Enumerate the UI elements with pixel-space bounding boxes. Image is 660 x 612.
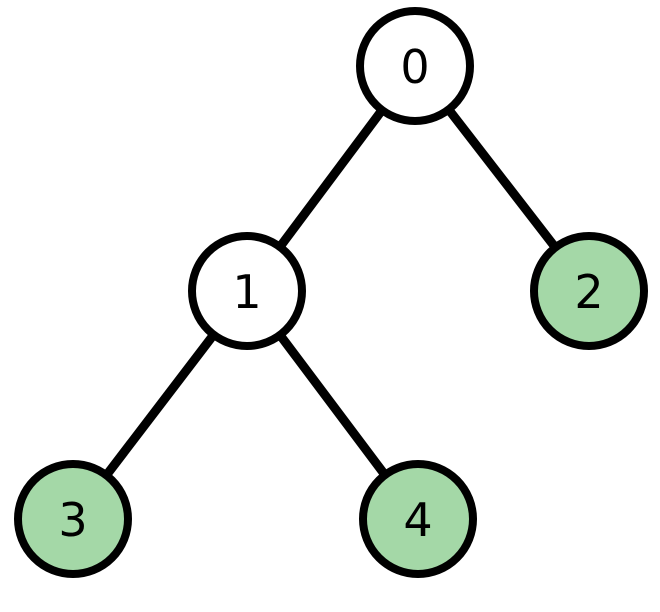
tree-node-4[interactable]: 4 [359, 460, 477, 578]
node-circle-0[interactable] [356, 7, 474, 125]
edge-layer [69, 63, 593, 522]
node-label-2: 2 [574, 265, 603, 319]
tree-node-1[interactable]: 1 [188, 232, 306, 350]
tree-node-3[interactable]: 3 [14, 460, 132, 578]
node-label-1: 1 [232, 265, 261, 319]
node-circle-2[interactable] [530, 232, 648, 350]
node-circle-3[interactable] [14, 460, 132, 578]
node-circle-1[interactable] [188, 232, 306, 350]
node-label-3: 3 [58, 493, 87, 547]
tree-node-0[interactable]: 0 [356, 7, 474, 125]
node-layer: 0 1 2 3 4 [14, 7, 648, 578]
node-circle-4[interactable] [359, 460, 477, 578]
node-label-0: 0 [400, 40, 429, 94]
tree-node-2[interactable]: 2 [530, 232, 648, 350]
node-label-4: 4 [403, 493, 432, 547]
